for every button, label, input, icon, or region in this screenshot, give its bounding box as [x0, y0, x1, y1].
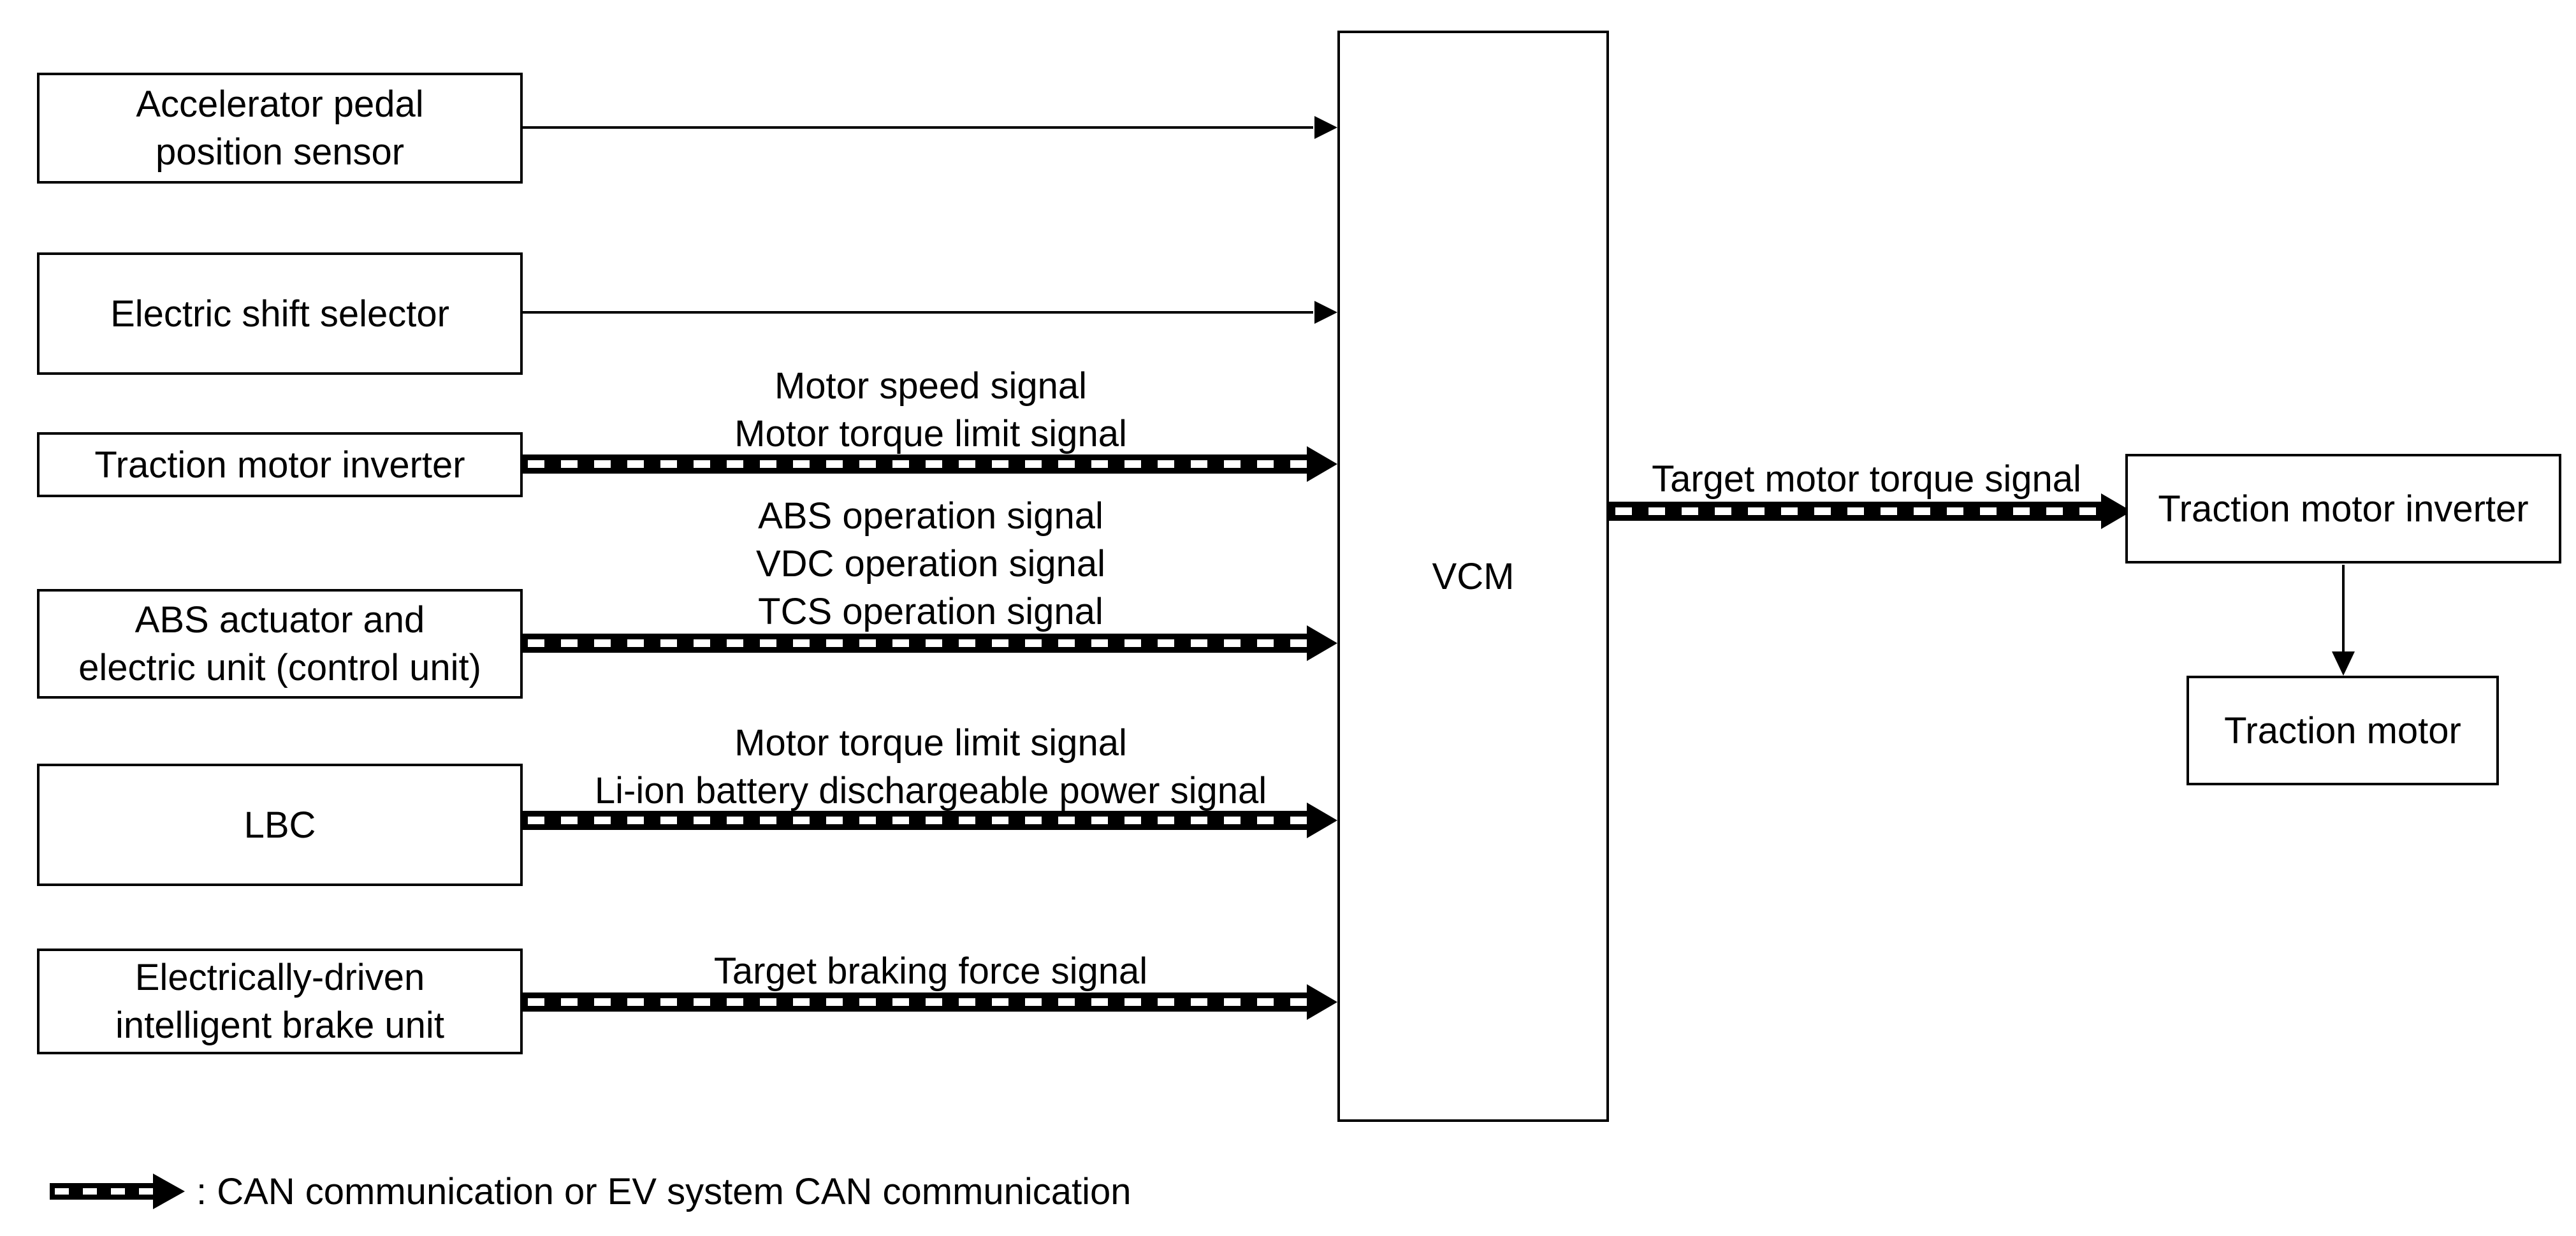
signal-label-target-motor-torque: Target motor torque signal: [1652, 458, 2081, 500]
vcm-label: VCM: [1432, 555, 1515, 597]
intelligent-brake-unit-label: Electrically-driven intelligent brake un…: [115, 957, 444, 1046]
vcm-box: VCM: [1337, 31, 1609, 1122]
traction-motor-inverter-input-label: Traction motor inverter: [94, 444, 465, 486]
lbc-box: LBC: [37, 764, 523, 886]
signal-label-brake: Target braking force signal: [713, 950, 1148, 992]
connector-shift-to-vcm: [521, 301, 1337, 324]
legend-text: : CAN communication or EV system CAN com…: [196, 1171, 1132, 1212]
intelligent-brake-unit-box: Electrically-driven intelligent brake un…: [37, 949, 523, 1054]
legend-can-symbol: [50, 1174, 185, 1209]
connector-inverter-to-motor: [2332, 565, 2355, 676]
accelerator-pedal-sensor-box: Accelerator pedal position sensor: [37, 73, 523, 184]
traction-motor-inverter-output-label: Traction motor inverter: [2158, 488, 2529, 530]
signal-label-lbc: Motor torque limit signal Li-ion battery…: [594, 722, 1267, 811]
signal-label-abs: ABS operation signal VDC operation signa…: [755, 495, 1106, 632]
electric-shift-selector-box: Electric shift selector: [37, 252, 523, 375]
accelerator-pedal-sensor-label: Accelerator pedal position sensor: [136, 84, 424, 173]
electric-shift-selector-label: Electric shift selector: [110, 293, 449, 335]
can-connector-lbc-to-vcm: [521, 803, 1337, 838]
traction-motor-box: Traction motor: [2187, 676, 2499, 785]
traction-motor-label: Traction motor: [2224, 709, 2461, 752]
can-connector-inverter-to-vcm: [521, 446, 1337, 482]
can-connector-brake-to-vcm: [521, 984, 1337, 1020]
abs-actuator-label: ABS actuator and electric unit (control …: [78, 599, 481, 688]
can-connector-vcm-to-inverter: [1609, 493, 2132, 529]
signal-label-inverter: Motor speed signal Motor torque limit si…: [734, 365, 1127, 454]
lbc-label: LBC: [244, 804, 316, 846]
traction-motor-inverter-output-box: Traction motor inverter: [2125, 454, 2561, 563]
can-connector-abs-to-vcm: [521, 625, 1337, 661]
traction-motor-inverter-input-box: Traction motor inverter: [37, 432, 523, 497]
abs-actuator-box: ABS actuator and electric unit (control …: [37, 589, 523, 699]
connector-accel-to-vcm: [521, 116, 1337, 139]
